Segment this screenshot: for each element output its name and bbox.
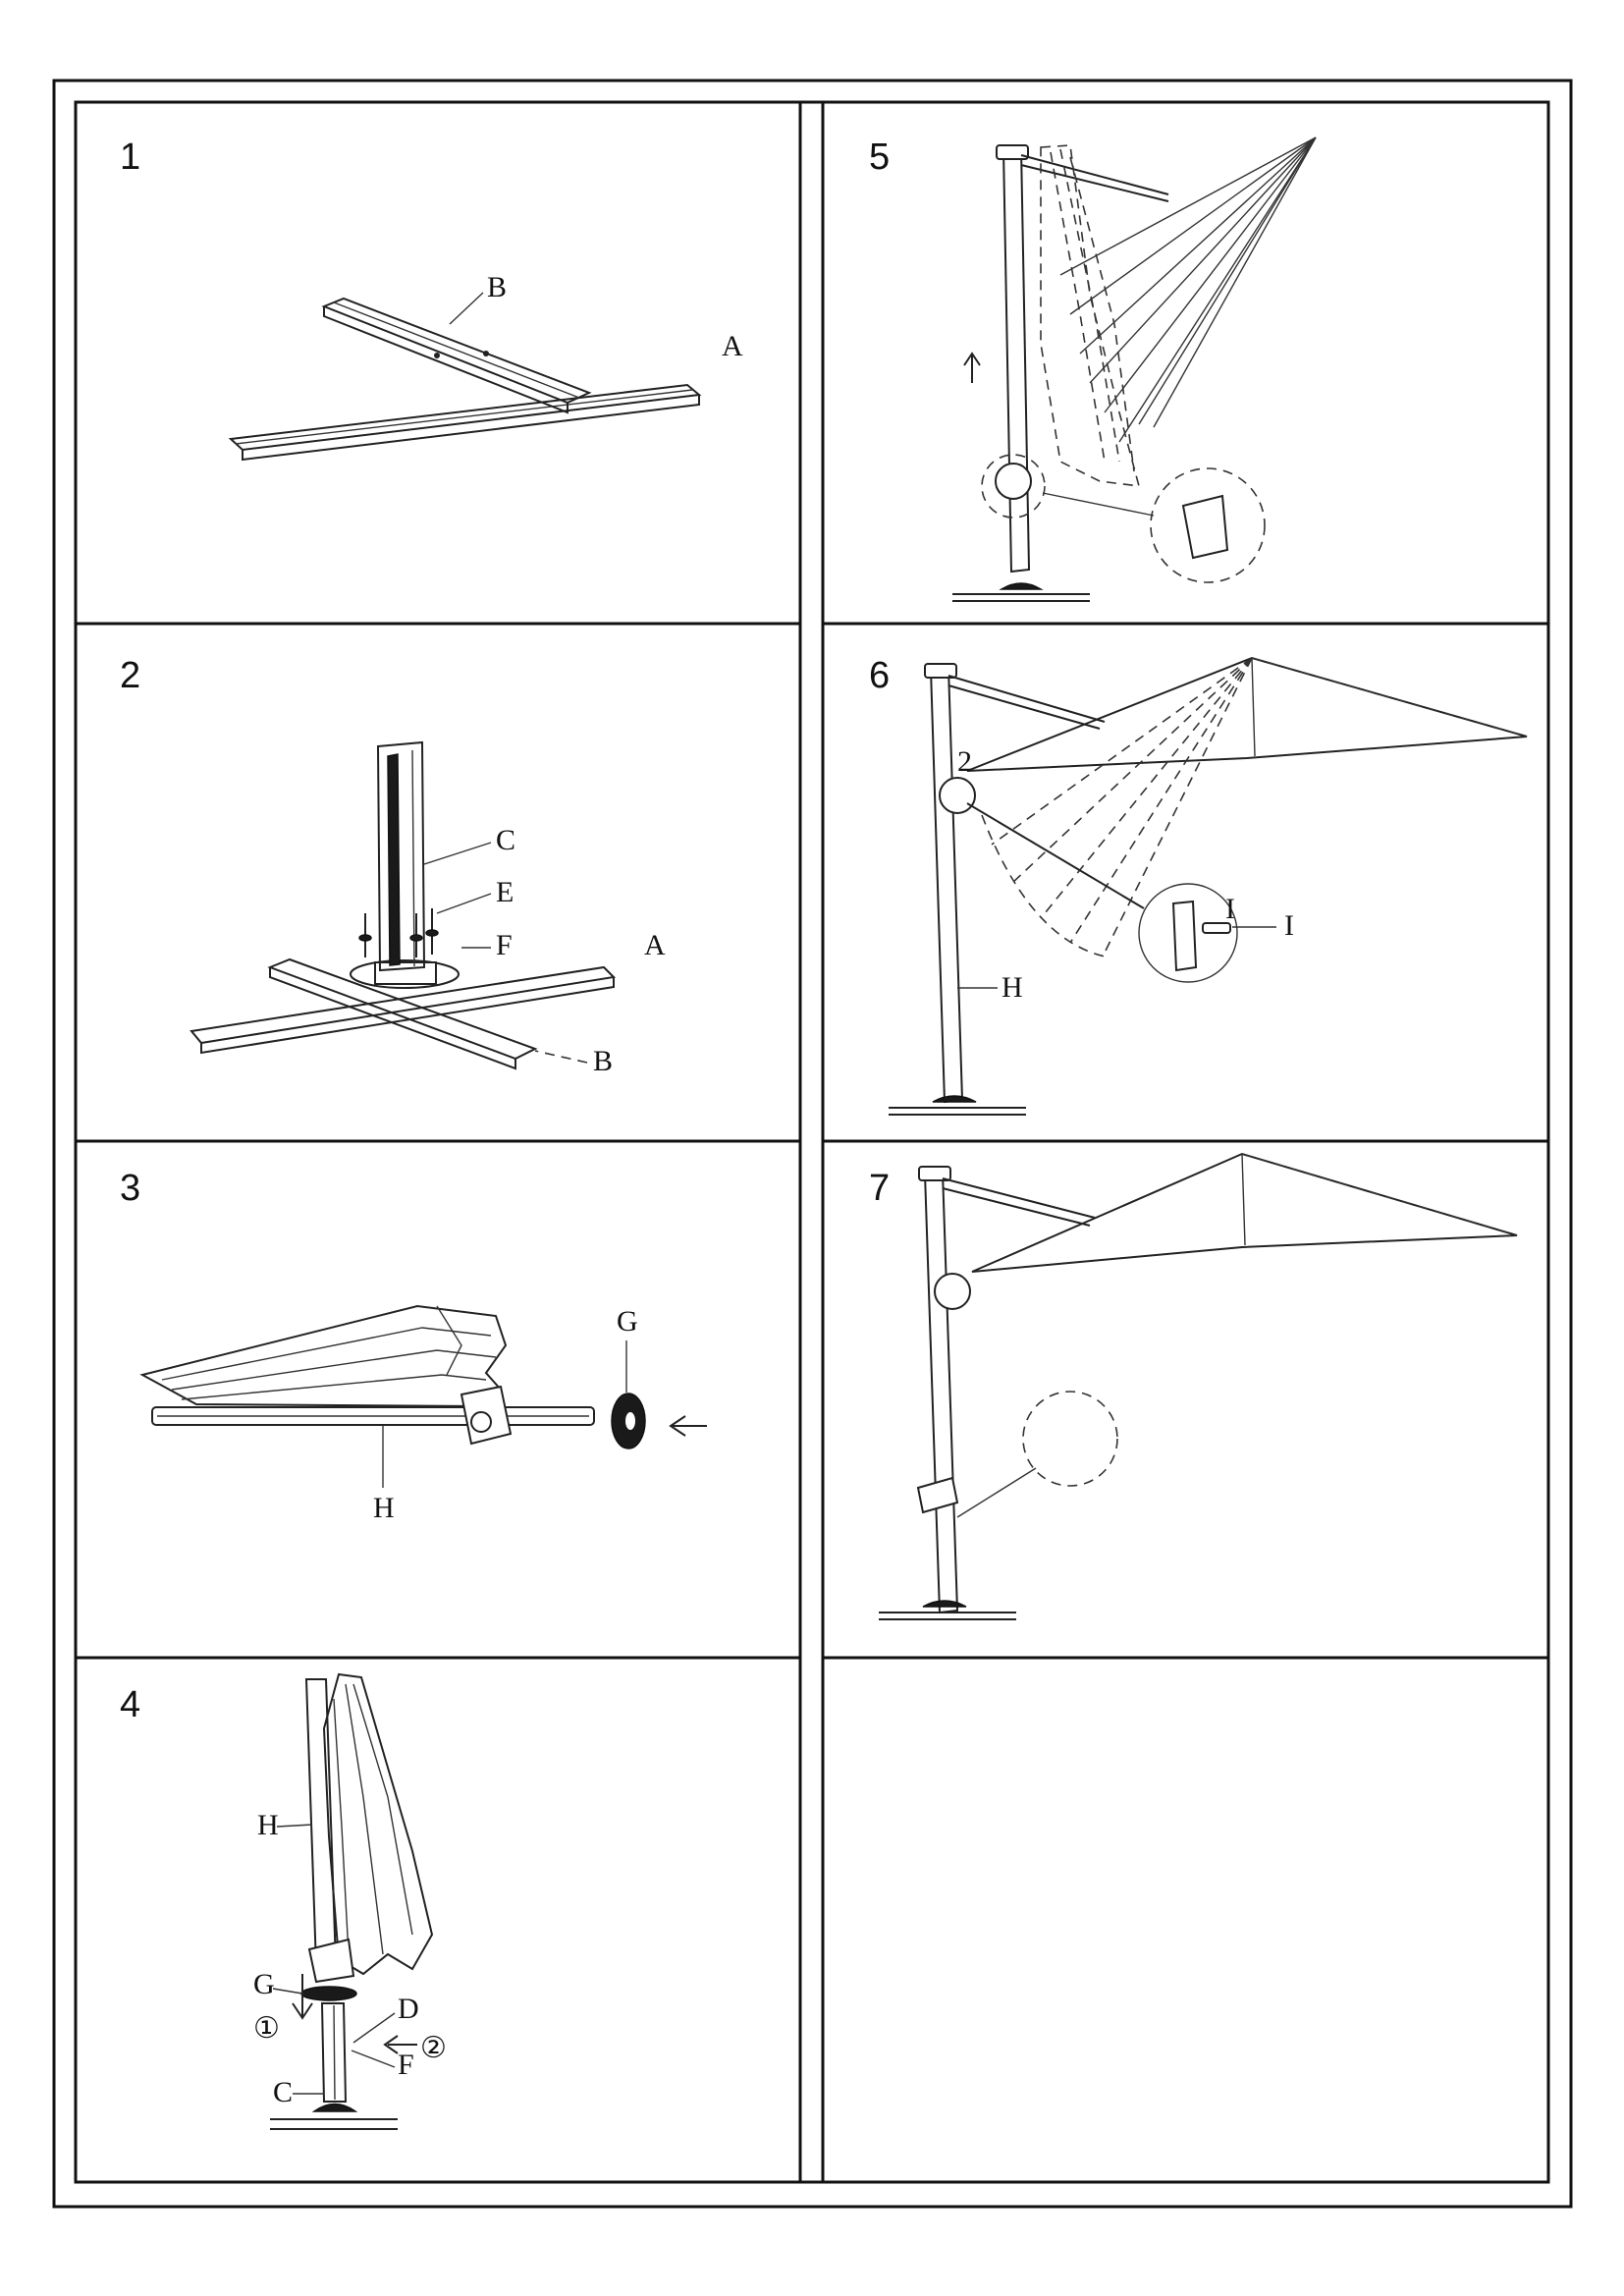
canopy-ribs — [1059, 137, 1317, 443]
label-2: 2 — [957, 745, 972, 778]
label-h: H — [1001, 971, 1023, 1004]
step-5-panel: 5 — [869, 137, 1317, 602]
washer-g — [611, 1393, 646, 1449]
base-with-pole-socket — [189, 740, 617, 1070]
label-b: B — [593, 1045, 613, 1077]
label-i-detail: I — [1225, 893, 1235, 925]
label-g: G — [617, 1305, 638, 1338]
label-c: C — [496, 824, 515, 856]
arrow-down-icon — [292, 1974, 313, 2020]
label-c: C — [273, 2076, 293, 2108]
step-7-number: 7 — [869, 1168, 890, 1209]
label-g: G — [253, 1968, 275, 2000]
step-6-panel: 6 — [869, 655, 1528, 1116]
step-1-panel: 1 B A — [120, 137, 743, 462]
arrow-up-icon — [963, 352, 981, 383]
folded-umbrella-horizontal — [139, 1304, 595, 1446]
step-1-number: 1 — [120, 137, 140, 178]
folded-umbrella-vertical — [270, 1672, 434, 2130]
outer-frame — [52, 79, 1573, 2209]
label-a: A — [722, 330, 743, 362]
step-5-number: 5 — [869, 137, 890, 178]
label-h: H — [373, 1492, 395, 1524]
label-f: F — [398, 2049, 414, 2081]
label-d: D — [398, 1993, 419, 2025]
step-4-number: 4 — [120, 1684, 140, 1725]
step-2-number: 2 — [120, 655, 140, 696]
arrow-left-icon — [383, 2035, 417, 2054]
step-4-panel: 4 H G ① D ② F — [120, 1672, 447, 2130]
label-f: F — [496, 929, 513, 961]
arrow-left-icon — [669, 1415, 707, 1437]
step-marker-2: ② — [420, 2032, 447, 2064]
label-h: H — [257, 1809, 279, 1841]
step-7-panel: 7 — [869, 1152, 1518, 1620]
label-a: A — [644, 929, 666, 961]
label-e: E — [496, 876, 514, 908]
umbrella-open-figure — [879, 1152, 1518, 1620]
umbrella-tilting-figure — [889, 656, 1528, 1116]
step-3-number: 3 — [120, 1168, 140, 1209]
step-6-number: 6 — [869, 655, 890, 696]
umbrella-opening-figure — [952, 137, 1317, 602]
step-marker-1: ① — [253, 2012, 280, 2045]
step-2-panel: 2 C E F A B — [120, 655, 666, 1077]
step-3-panel: 3 G H — [120, 1168, 707, 1524]
label-i: I — [1284, 909, 1294, 942]
label-b: B — [487, 271, 507, 303]
cross-base-rails — [228, 297, 702, 462]
